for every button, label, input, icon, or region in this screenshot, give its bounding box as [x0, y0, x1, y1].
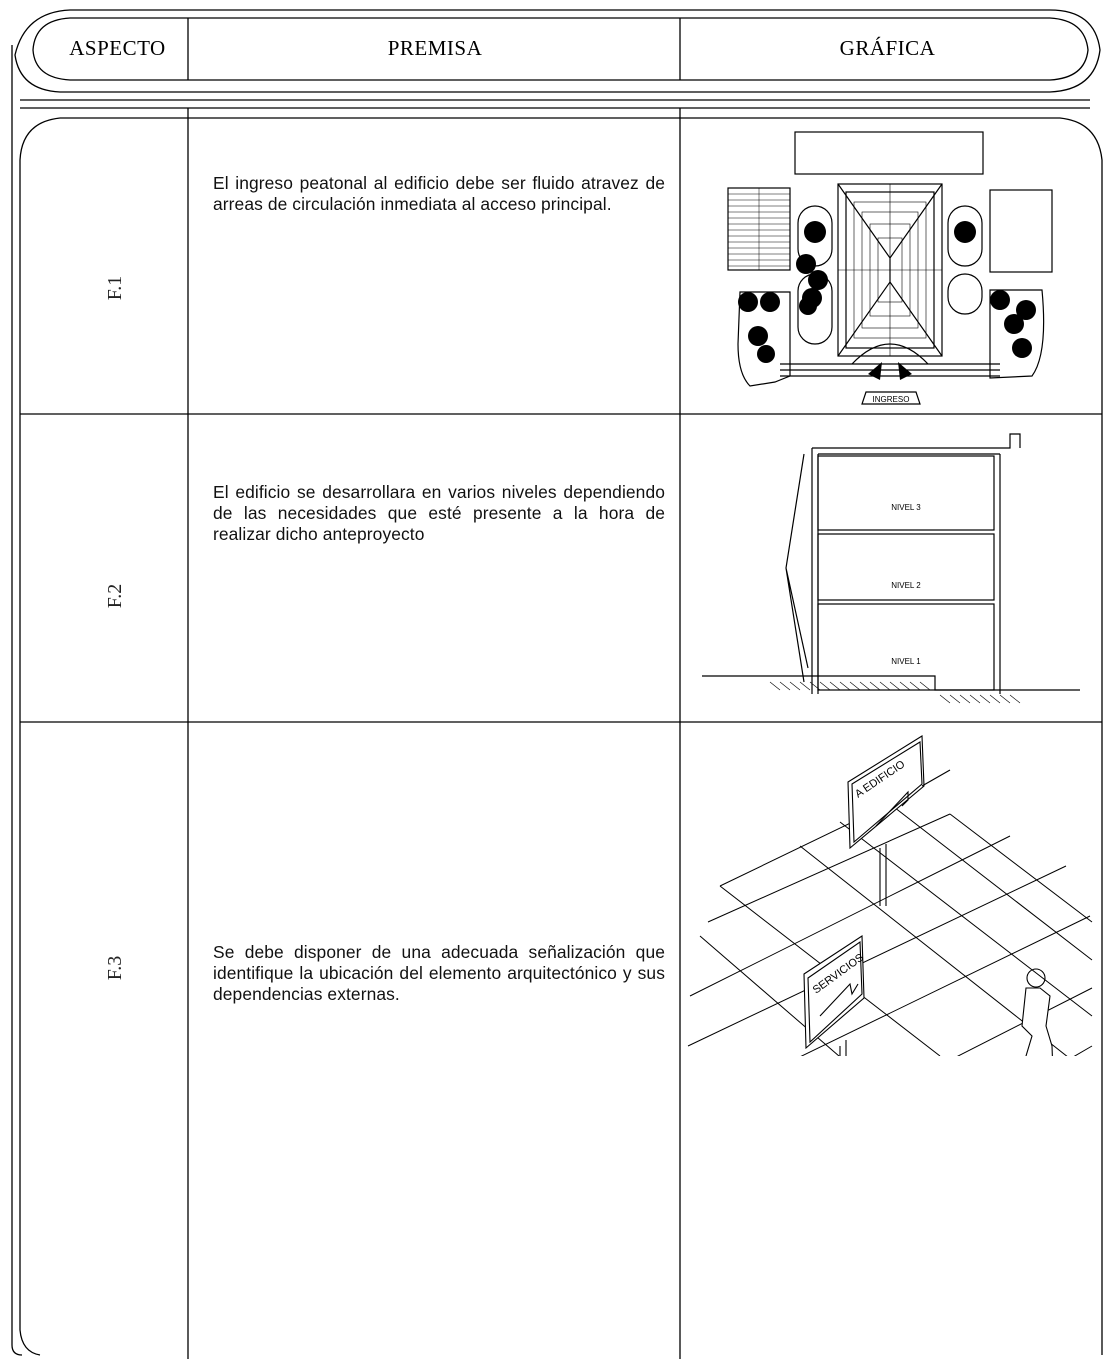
row-3-premise: Se debe disponer de una adecuada señaliz… — [213, 942, 665, 1004]
header-grafica: GRÁFICA — [839, 36, 936, 60]
row-2-graphic: NIVEL 3 NIVEL 2 NIVEL 1 — [680, 420, 1100, 720]
row-1-graphic: INGRESO — [680, 114, 1100, 412]
level-2-label: NIVEL 2 — [891, 581, 921, 590]
header-premisa: PREMISA — [387, 36, 483, 60]
level-1-label: NIVEL 1 — [891, 657, 921, 666]
level-3-label: NIVEL 3 — [891, 503, 921, 512]
row-3-graphic: A EDIFICIO SERVICIOS — [680, 726, 1102, 1056]
person-figure — [1021, 968, 1053, 1056]
ingreso-label: INGRESO — [873, 395, 910, 404]
row-1-premise: El ingreso peatonal al edificio debe ser… — [213, 173, 665, 214]
row-2-premise: El edificio se desarrollara en varios ni… — [213, 482, 665, 544]
row-1-code: F.1 — [103, 275, 126, 301]
header-aspecto: ASPECTO — [69, 36, 166, 60]
row-3-code: F.3 — [103, 955, 126, 981]
row-2-code: F.2 — [103, 583, 126, 609]
